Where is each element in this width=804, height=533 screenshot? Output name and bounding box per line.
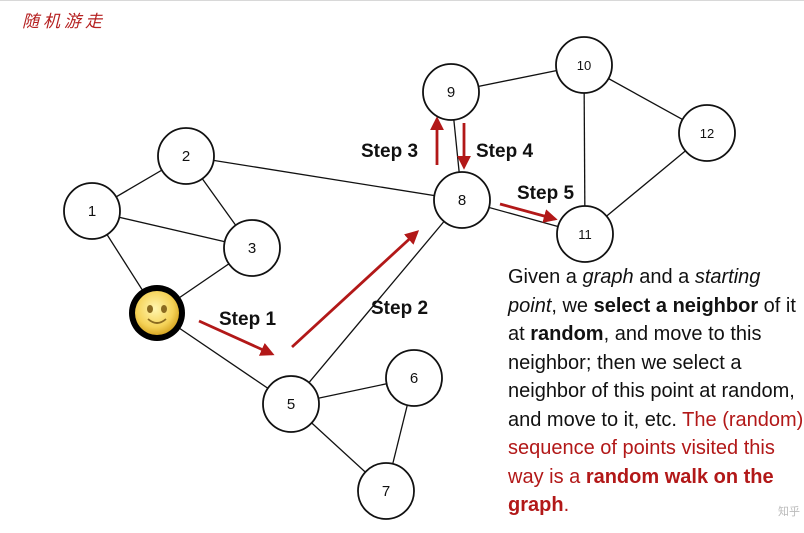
node-label: 1 xyxy=(88,203,96,220)
node-11: 11 xyxy=(556,205,614,263)
step-4-label: Step 4 xyxy=(476,141,533,162)
edge-5-8 xyxy=(290,199,463,405)
explain-part: Given a xyxy=(508,266,583,288)
step-2-arrow xyxy=(291,230,420,349)
random-term: random xyxy=(530,323,604,345)
node-label: 5 xyxy=(287,396,295,413)
step-1-label: Step 1 xyxy=(219,309,276,330)
node-10: 10 xyxy=(555,36,613,94)
node-8: 8 xyxy=(433,171,491,229)
node-12: 12 xyxy=(678,104,736,162)
explain-part: and a xyxy=(633,266,695,288)
node-label: 3 xyxy=(248,240,256,257)
node-label: 11 xyxy=(578,227,592,242)
watermark: 知乎 xyxy=(778,506,800,518)
walk-arrows xyxy=(198,116,558,356)
step-2-label: Step 2 xyxy=(371,298,428,319)
step-5-arrow xyxy=(499,202,558,223)
node-2: 2 xyxy=(157,127,215,185)
node-label: 2 xyxy=(182,148,190,165)
node-label: 6 xyxy=(410,370,418,387)
step-labels: Step 1 Step 2 Step 3 Step 4 Step 5 xyxy=(219,141,574,330)
graph-term: graph xyxy=(582,266,634,288)
node-9: 9 xyxy=(422,63,480,121)
random-walk-term: random walk on the graph xyxy=(508,465,774,517)
starting-point-term: starting point xyxy=(508,266,761,317)
step-3-label: Step 3 xyxy=(361,141,418,162)
red-explain-end: . xyxy=(563,494,570,516)
select-neighbor-term: select a neighbor xyxy=(593,294,759,317)
node-label: 7 xyxy=(382,483,390,500)
smiley-face-icon xyxy=(135,291,179,335)
slide-heading: 随机游走 xyxy=(22,12,106,32)
node-label: 12 xyxy=(700,126,714,141)
smiley-start-node xyxy=(129,285,185,341)
node-1: 1 xyxy=(63,182,121,240)
node-label: 9 xyxy=(447,84,455,101)
node-7: 7 xyxy=(357,462,415,520)
node-label: 8 xyxy=(458,192,466,209)
explain-part: , we xyxy=(551,294,594,317)
edge-2-8 xyxy=(185,155,463,201)
explain-part: , and move to this neighbor; then we sel… xyxy=(508,323,795,431)
step-1-arrow xyxy=(198,319,275,356)
explain-part: of it at xyxy=(508,294,796,346)
explanation-text: Given a graph and a starting point, we s… xyxy=(508,263,804,520)
node-5: 5 xyxy=(262,375,320,433)
step-5-label: Step 5 xyxy=(517,183,574,204)
node-label: 10 xyxy=(577,58,591,73)
red-explain: The (random) sequence of points visited … xyxy=(508,408,804,488)
node-6: 6 xyxy=(385,349,443,407)
node-3: 3 xyxy=(223,219,281,277)
